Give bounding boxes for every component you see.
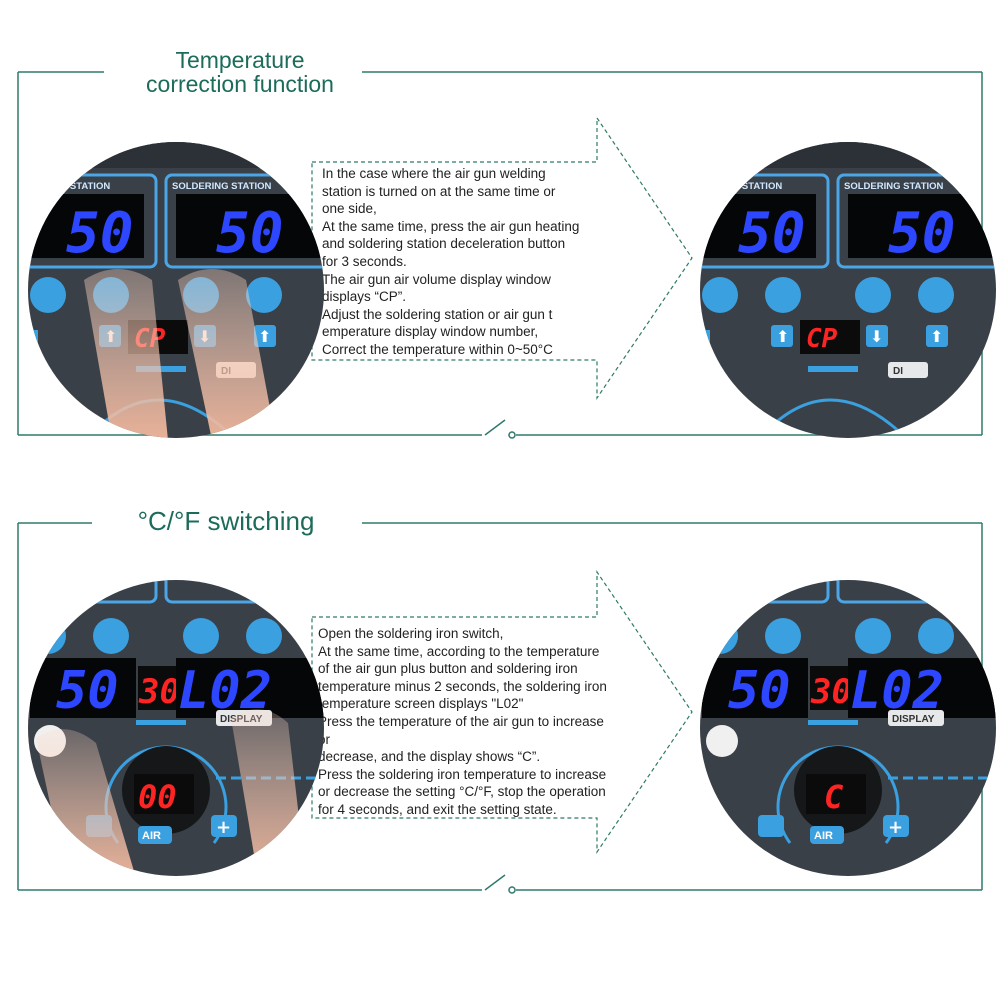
display-soldering: 50: [888, 201, 955, 266]
arrow-shape: [311, 570, 693, 854]
section-cf-switching: °C/°F switching Open the soldering iron …: [0, 500, 1000, 920]
display-button: DISPLAY: [892, 714, 935, 725]
panel-image-after: 50 30 L02 DISPLAY C AIR +: [700, 580, 996, 876]
section-frame: [17, 71, 983, 439]
knob-display: C: [824, 778, 844, 816]
display-small: CP: [806, 324, 838, 354]
arrow-up-icon: ⬆: [776, 327, 789, 346]
display-button-label: DI: [893, 366, 903, 377]
arrow-down-icon: ⬇: [870, 327, 883, 346]
arrow-shape: [311, 116, 693, 400]
panel-image-before: 50 30 L02 DISPLAY 00 AIR +: [28, 580, 324, 876]
section-frame: [17, 522, 983, 894]
section-temperature-correction: Temperature correction function In the c…: [0, 0, 1000, 460]
label-soldering-station: SOLDERING STATION: [844, 181, 944, 192]
plus-icon: +: [216, 817, 231, 838]
label-rework-station: REWORK STATION: [698, 181, 782, 192]
arrow-up-icon: ⬆: [258, 327, 271, 346]
display-air-gun: 50: [728, 661, 791, 721]
panel-image-after: BD REWORK STATION SOLDERING STATION 50 5…: [698, 142, 996, 438]
title-line-2: correction function: [146, 71, 334, 98]
display-air-volume: 30: [810, 672, 852, 712]
air-button: AIR: [142, 830, 161, 842]
display-air-gun: 50: [738, 201, 805, 266]
description-text: In the case where the air gun welding st…: [322, 166, 580, 357]
display-soldering: 50: [216, 201, 283, 266]
brand-logo-text: BD: [746, 142, 778, 167]
finger-left: [84, 269, 168, 438]
arrow-up-icon: ⬆: [930, 327, 943, 346]
display-air-volume: 30: [138, 672, 180, 712]
panel-image-before: BD REWORK STATION SOLDERING STATION 50 5…: [26, 142, 324, 438]
display-air-gun: 50: [56, 661, 119, 721]
title-line-1: °C/°F switching: [137, 506, 315, 536]
brand-logo-text: BD: [74, 142, 106, 167]
knob-display: 00: [138, 778, 177, 816]
air-button: AIR: [814, 830, 833, 842]
title-line-1: Temperature: [175, 47, 305, 73]
description-text: Open the soldering iron switch, At the s…: [318, 626, 607, 817]
display-air-gun: 50: [66, 201, 133, 266]
finger-right: [178, 269, 276, 438]
section-title: Temperature correction function: [128, 48, 352, 96]
plus-icon: +: [888, 817, 903, 838]
label-rework-station: REWORK STATION: [26, 181, 110, 192]
section-title: °C/°F switching: [110, 506, 342, 536]
label-soldering-station: SOLDERING STATION: [172, 181, 272, 192]
